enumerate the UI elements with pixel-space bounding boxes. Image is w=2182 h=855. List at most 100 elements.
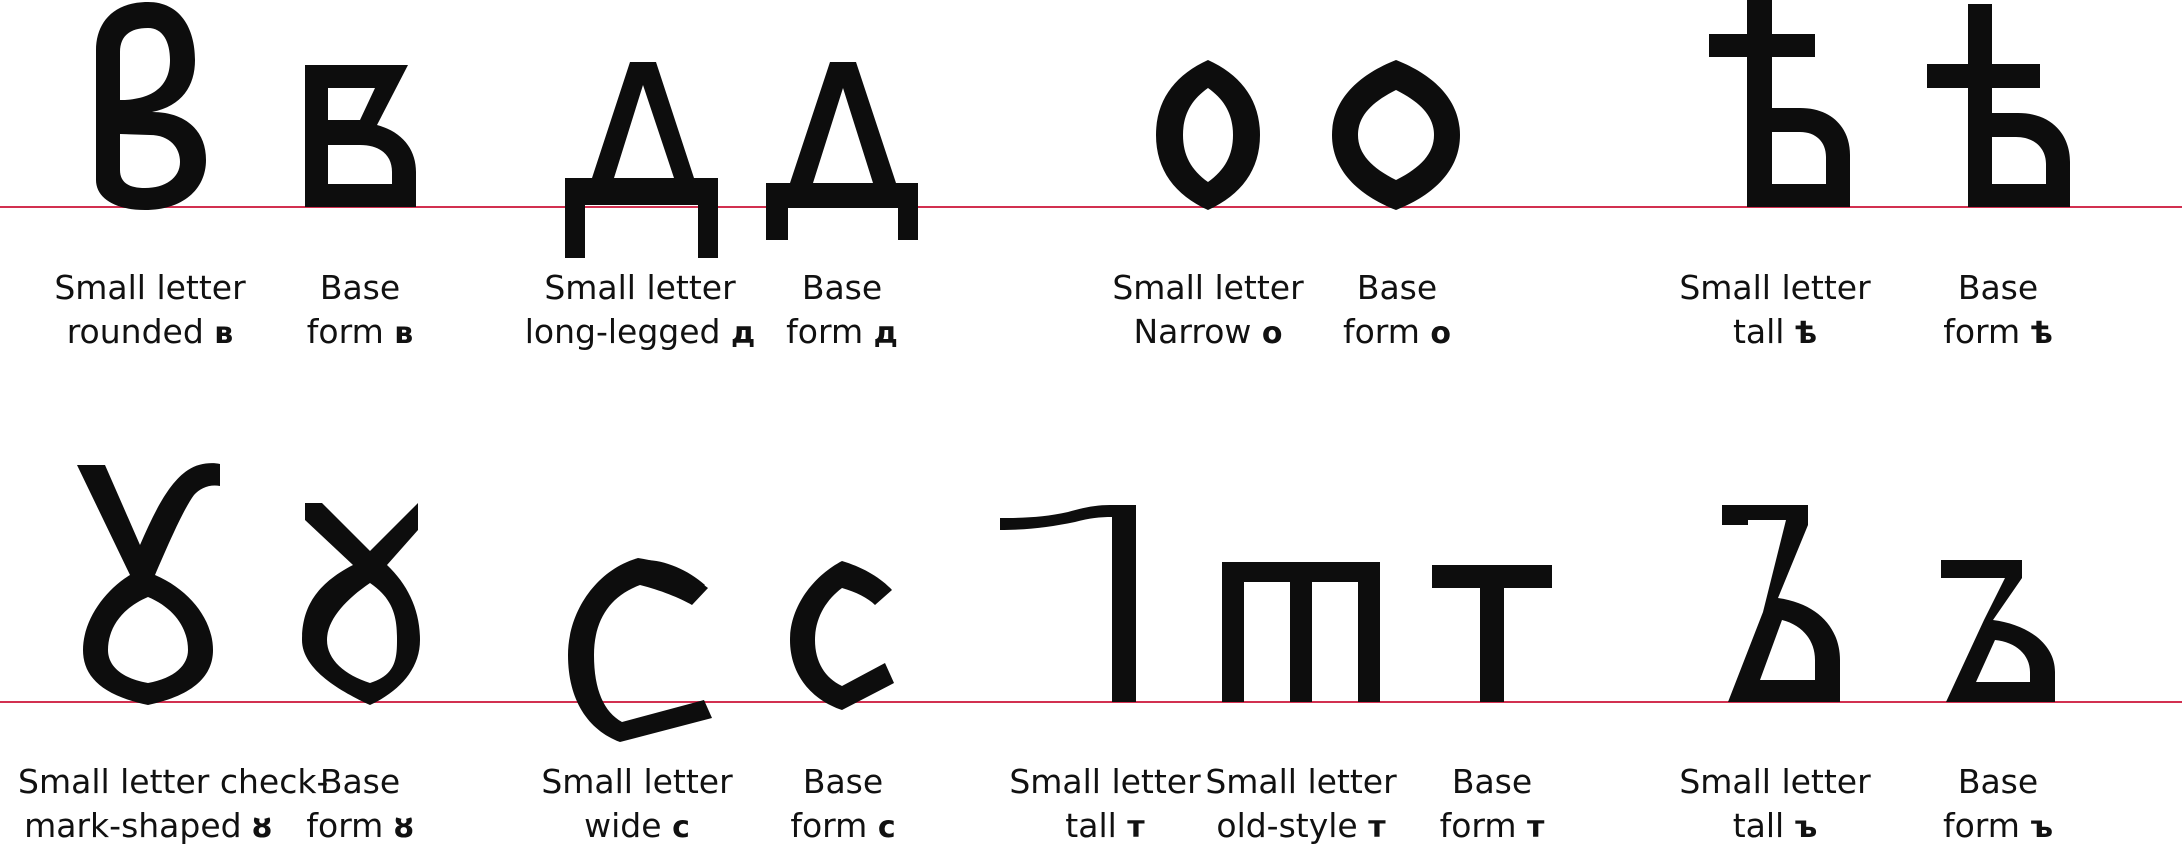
caption-line-2: mark-shaped ȣ [18, 804, 278, 850]
caption-descriptor: form [1943, 806, 2020, 845]
glyph-wide-es [568, 558, 712, 742]
caption-glyph: с [672, 810, 690, 845]
caption-line-2: rounded в [20, 310, 280, 356]
glyph-check-mark-uk [77, 463, 220, 705]
caption-glyph: ѣ [1794, 316, 1818, 351]
caption-line-2: wide с [507, 804, 767, 850]
caption-glyph: ȣ [252, 810, 272, 845]
caption-line-1: Small letter [1205, 762, 1397, 801]
caption-glyph: ъ [2030, 810, 2053, 845]
glyph-base-te [1432, 565, 1552, 702]
glyph-base-es [790, 561, 894, 710]
glyph-tall-te [1000, 505, 1136, 702]
caption-descriptor: form [790, 806, 868, 845]
caption-descriptor: tall [1732, 806, 1785, 845]
caption-glyph: ȣ [393, 810, 414, 845]
caption-glyph: т [1527, 810, 1545, 845]
caption-line-2: Narrow о [1078, 310, 1338, 356]
caption-descriptor: form [1943, 312, 2021, 351]
caption-line-1: Base [802, 762, 884, 801]
caption-glyph: д [873, 316, 898, 351]
glyph-base-o [1332, 60, 1460, 210]
caption-glyph: т [1127, 810, 1145, 845]
caption-descriptor: wide [584, 806, 662, 845]
caption-descriptor: long-legged [524, 312, 721, 351]
caption-line-2: form с [713, 804, 973, 850]
caption-line-2: old-style т [1171, 804, 1431, 850]
caption-descriptor: form [786, 312, 864, 351]
glyph-old-style-te [1222, 562, 1380, 702]
glyph-base-de [766, 62, 918, 240]
caption-descriptor: old-style [1216, 806, 1358, 845]
caption-descriptor: form [306, 806, 384, 845]
caption-line-2: form т [1362, 804, 1622, 850]
caption-glyph: ѣ [2030, 316, 2053, 351]
glyph-narrow-o [1156, 60, 1260, 210]
caption-glyph: в [394, 316, 414, 351]
caption-glyph: о [1261, 316, 1283, 351]
caption-line-1: Small letter [544, 268, 736, 307]
caption-glyph: о [1430, 316, 1452, 351]
caption-line-2: form ъ [1868, 804, 2128, 850]
caption-line-1: Small letter [1112, 268, 1304, 307]
caption-line-1: Small letter [54, 268, 246, 307]
glyph-tall-yat [1709, 0, 1850, 207]
caption-glyph: т [1368, 810, 1386, 845]
caption-descriptor: form [1342, 312, 1420, 351]
caption-line-2: tall т [975, 804, 1235, 850]
glyph-base-yat [1927, 4, 2070, 207]
glyph-long-legged-de [565, 62, 718, 258]
caption-base-de: Base form д [712, 266, 972, 356]
caption-line-1: Base [801, 268, 883, 307]
caption-line-2: form ȣ [230, 804, 490, 850]
caption-line-2: form ѣ [1868, 310, 2128, 356]
caption-line-2: long-legged д [510, 310, 770, 356]
caption-descriptor: mark-shaped [24, 806, 242, 845]
caption-descriptor: tall [1065, 806, 1117, 845]
caption-check-mark-uk: Small letter check-mark-shaped ȣ [18, 760, 329, 850]
caption-line-1: Base [1356, 268, 1438, 307]
caption-line-1: Base [319, 762, 401, 801]
caption-descriptor: rounded [66, 312, 204, 351]
glyph-tall-hard-sign [1722, 505, 1840, 702]
glyph-rounded-ve [96, 2, 206, 210]
caption-line-1: Small letter [1679, 268, 1871, 307]
caption-descriptor: form [306, 312, 384, 351]
caption-line-2: tall ѣ [1645, 310, 1905, 356]
caption-line-1: Small letter [1009, 762, 1201, 801]
glyph-base-uk [302, 503, 420, 705]
caption-line-2: tall ъ [1645, 804, 1905, 850]
caption-line-1: Base [319, 268, 401, 307]
caption-glyph: с [877, 810, 896, 845]
caption-descriptor: Narrow [1133, 312, 1252, 351]
glyph-base-hard-sign [1941, 560, 2055, 702]
caption-line-1: Small letter [541, 762, 733, 801]
caption-line-1: Small letter [1679, 762, 1871, 801]
caption-line-1: Base [1957, 268, 2039, 307]
caption-glyph: д [731, 316, 756, 351]
caption-line-1: Base [1957, 762, 2039, 801]
glyph-base-ve [305, 65, 416, 207]
caption-line-1: Small letter check- [18, 762, 329, 801]
caption-descriptor: tall [1732, 312, 1785, 351]
caption-glyph: ъ [1794, 810, 1818, 845]
caption-line-2: form в [230, 310, 490, 356]
caption-glyph: в [214, 316, 234, 351]
caption-line-2: form о [1267, 310, 1527, 356]
